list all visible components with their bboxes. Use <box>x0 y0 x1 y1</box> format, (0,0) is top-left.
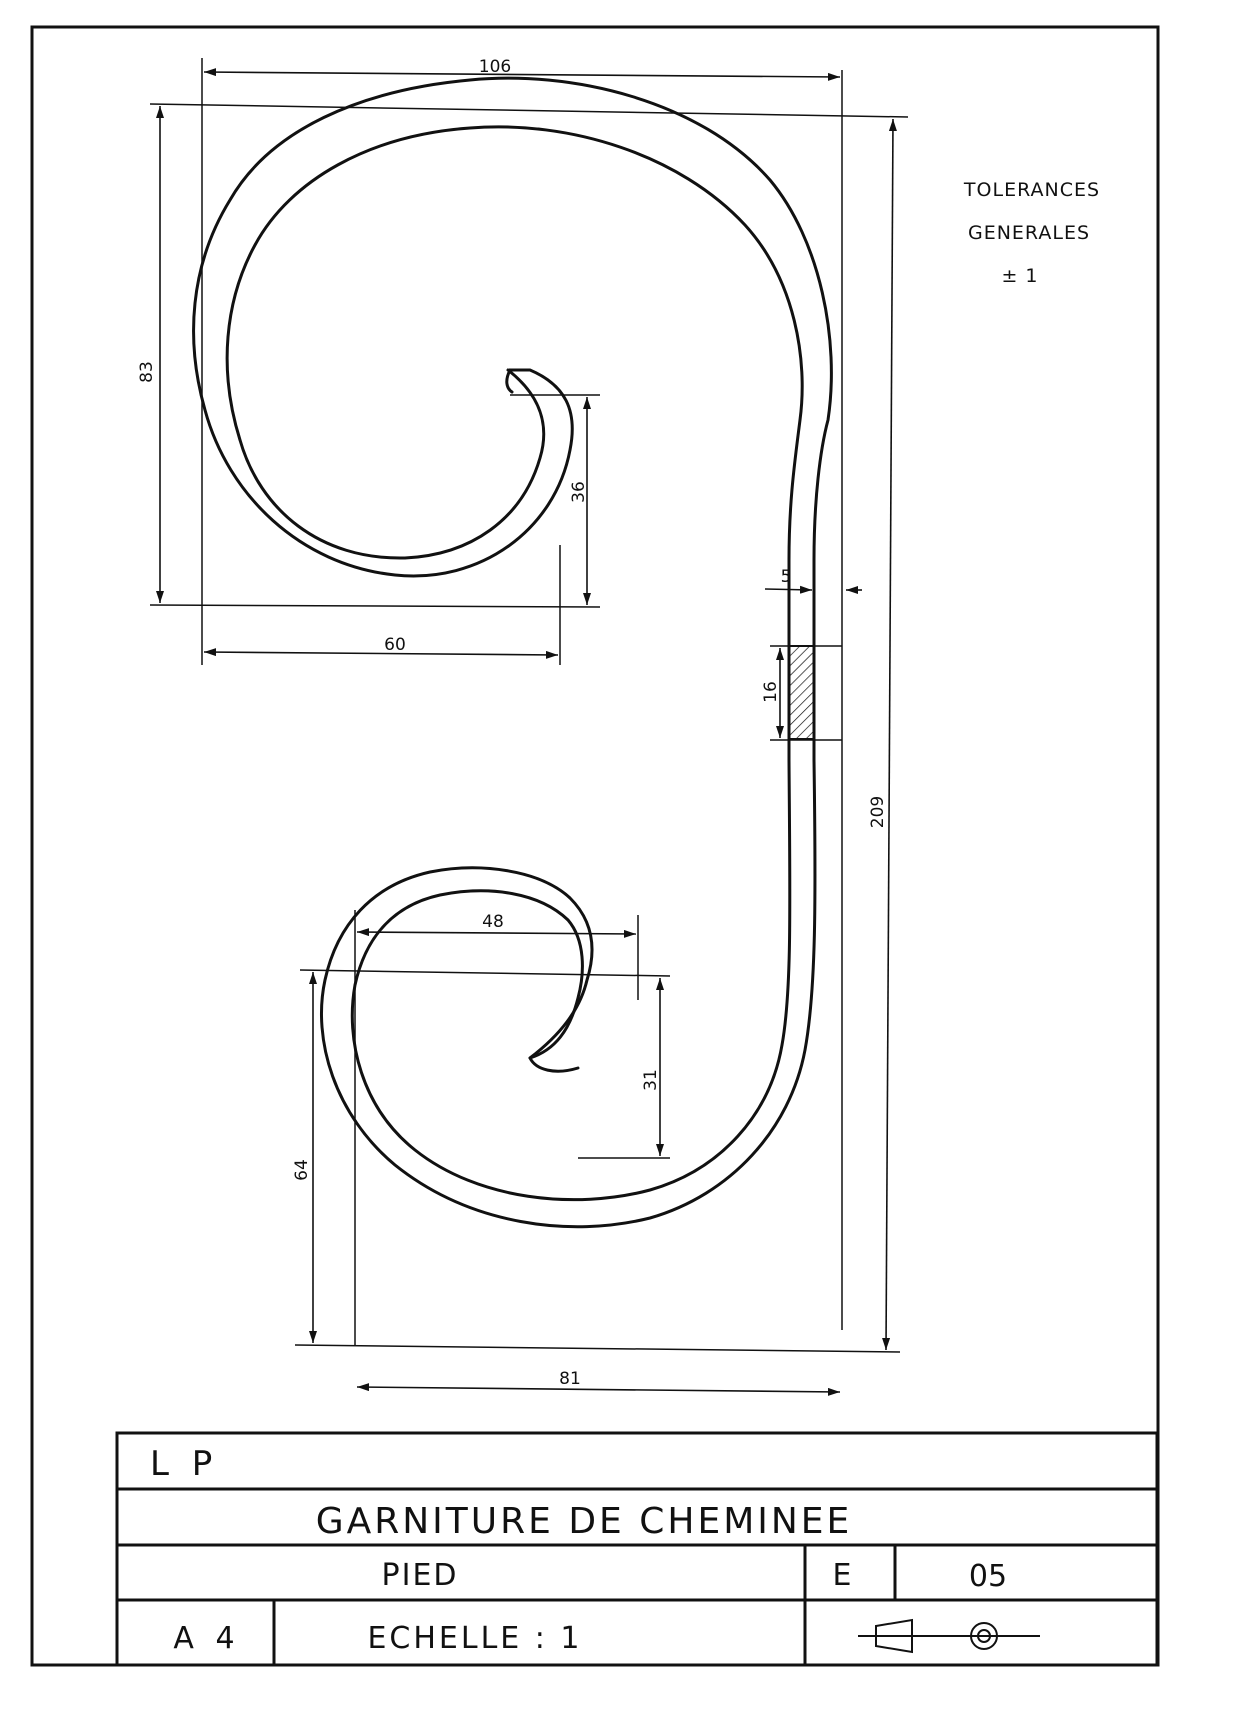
dim-209-line <box>882 118 897 1351</box>
title-block <box>115 1431 1159 1667</box>
school-label: L P <box>150 1444 218 1484</box>
dimension-lines <box>156 68 897 1396</box>
scale-label: ECHELLE : 1 <box>367 1621 582 1656</box>
part-outline <box>192 76 833 1229</box>
tolerances-value: ± 1 <box>1001 265 1038 287</box>
extension-lines <box>149 58 909 1353</box>
dim-106-line <box>203 68 841 81</box>
part-number: 05 <box>969 1559 1007 1594</box>
drawing-title: GARNITURE DE CHEMINEE <box>316 1501 853 1542</box>
tolerances-note: TOLERANCES GENERALES ± 1 <box>963 179 1100 287</box>
dim-81-line <box>356 1383 841 1396</box>
part-name: PIED <box>382 1558 459 1593</box>
dim-48-label: 48 <box>482 912 504 932</box>
dim-60-line <box>203 648 559 659</box>
inner-contour <box>225 125 804 1202</box>
outer-contour <box>192 76 833 1229</box>
dim-5-arrow-left <box>764 585 813 594</box>
series-letter: E <box>833 1558 852 1593</box>
format-label: A 4 <box>173 1621 240 1656</box>
dim-36-label: 36 <box>569 481 589 503</box>
dim-64-label: 64 <box>292 1159 312 1181</box>
dim-16-label: 16 <box>761 681 781 703</box>
dim-5-label: 5 <box>781 567 792 587</box>
dim-60-label: 60 <box>384 635 406 655</box>
section-hatch <box>788 645 815 740</box>
dim-83-label: 83 <box>137 361 157 383</box>
tolerances-line2: GENERALES <box>968 222 1090 244</box>
dim-209-label: 209 <box>868 796 888 828</box>
dim-106-label: 106 <box>479 57 511 77</box>
dim-81-label: 81 <box>559 1369 581 1389</box>
dim-31-label: 31 <box>641 1069 661 1091</box>
tolerances-line1: TOLERANCES <box>963 179 1100 201</box>
dim-48-line <box>356 928 637 938</box>
first-angle-projection-icon <box>858 1618 1040 1654</box>
